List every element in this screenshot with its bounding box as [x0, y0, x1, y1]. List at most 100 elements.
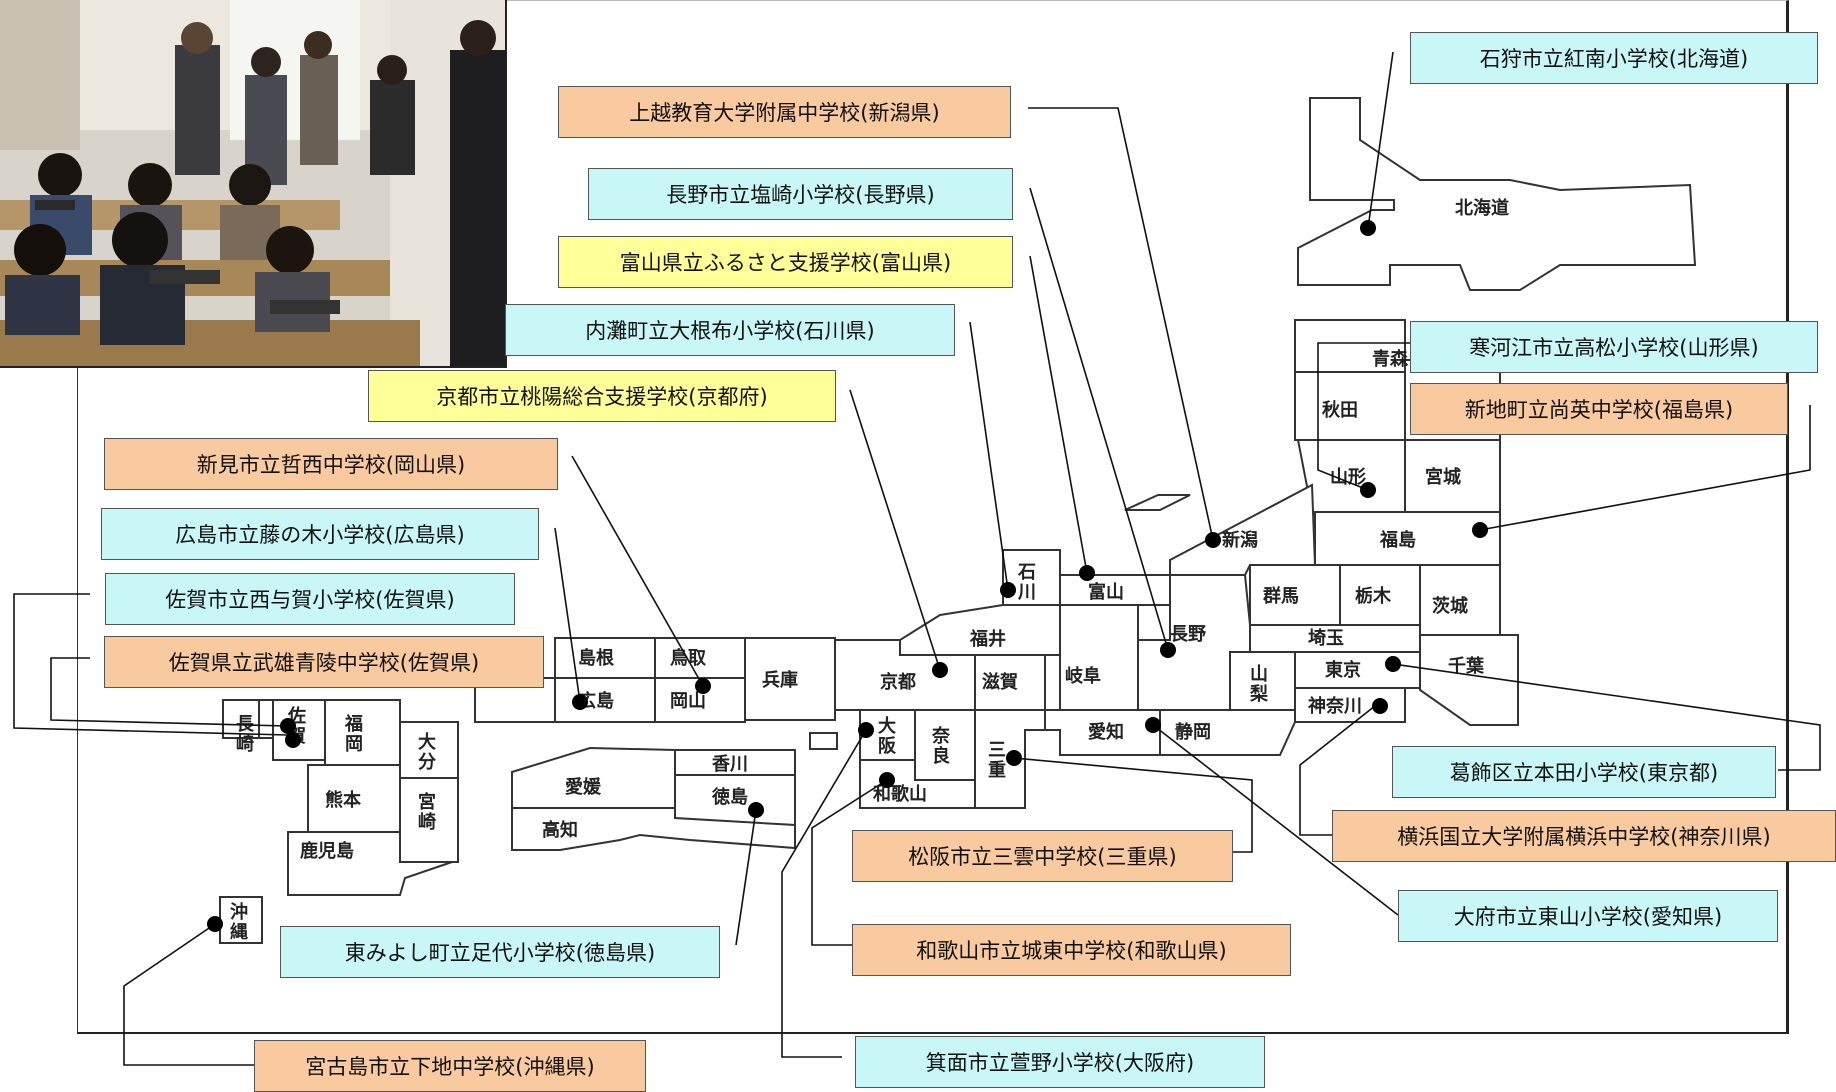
- label-sagae: 寒河江市立高松小学校(山形県): [1410, 321, 1818, 373]
- leader-saga2: [50, 657, 289, 727]
- pref-nagano-shape: [1137, 574, 1251, 711]
- pin-saga2: [280, 718, 296, 734]
- pref-ehime-shape: [511, 746, 676, 809]
- pin-matsusaka: [1006, 750, 1022, 766]
- pin-shinchi: [1472, 522, 1488, 538]
- pref-label-hokkaido: 北海道: [1455, 197, 1509, 219]
- pref-label-fukuoka: 福岡: [344, 713, 363, 755]
- label-joetsu: 上越教育大学附属中学校(新潟県): [558, 86, 1011, 138]
- leader-ishikari: [1367, 51, 1394, 229]
- pin-toyama: [1079, 565, 1095, 581]
- pref-label-miyazaki: 宮崎: [418, 791, 436, 833]
- pref-label-akita: 秋田: [1322, 399, 1358, 421]
- pref-label-tokushima: 徳島: [711, 786, 748, 808]
- pref-label-yamagata: 山形: [1330, 467, 1366, 488]
- pref-label-nagano: 長野: [1170, 624, 1206, 645]
- pref-label-aichi: 愛知: [1088, 721, 1124, 743]
- label-minoh: 箕面市立萱野小学校(大阪府): [855, 1036, 1265, 1088]
- pref-gifu-shape: [1059, 604, 1139, 711]
- leader-matsusaka: [1013, 757, 1253, 853]
- label-niimi: 新見市立哲西中学校(岡山県): [104, 438, 558, 490]
- label-katsushika: 葛飾区立本田小学校(東京都): [1392, 746, 1776, 798]
- pref-label-ishikawa: 石川: [1017, 562, 1036, 603]
- pref-kagoshima-shape: [287, 831, 453, 896]
- leader-katsushika: [1392, 663, 1821, 771]
- pin-minoh: [858, 722, 874, 738]
- pref-label-ibaraki: 茨城: [1432, 595, 1468, 617]
- pin-hiroshima: [572, 694, 588, 710]
- pref-label-miyagi: 宮城: [1425, 466, 1461, 488]
- pref-label-yamanashi: 山梨: [1250, 664, 1268, 705]
- label-toyama: 富山県立ふるさと支援学校(富山県): [558, 236, 1013, 288]
- label-obu: 大府市立東山小学校(愛知県): [1398, 890, 1778, 942]
- leader-miyakojima: [123, 923, 254, 1066]
- pref-label-shiga: 滋賀: [982, 671, 1018, 693]
- label-nagano: 長野市立塩崎小学校(長野県): [588, 168, 1013, 220]
- pref-label-oita: 大分: [418, 731, 436, 773]
- pref-label-chiba: 千葉: [1448, 656, 1485, 677]
- label-hiroshima: 広島市立藤の木小学校(広島県): [101, 508, 539, 560]
- label-kyoto: 京都市立桃陽総合支援学校(京都府): [368, 370, 836, 422]
- leader-minoh: [781, 729, 867, 1058]
- pin-wakayama: [879, 772, 895, 788]
- pref-label-tochigi: 栃木: [1355, 585, 1392, 607]
- pin-niimi: [695, 678, 711, 694]
- pref-label-gunma: 群馬: [1263, 585, 1299, 607]
- pref-kochi-shape: [511, 807, 796, 851]
- sado-island-shape: [1124, 494, 1191, 511]
- leader-higashimiyoshi: [735, 809, 757, 946]
- pref-label-kanagawa: 神奈川: [1308, 695, 1362, 717]
- pref-label-shimane: 島根: [578, 647, 614, 669]
- pref-label-kochi: 高知: [542, 819, 578, 841]
- label-yokohama: 横浜国立大学附属横浜中学校(神奈川県): [1332, 810, 1836, 862]
- pin-katsushika: [1385, 656, 1401, 672]
- pref-label-kyoto: 京都: [880, 671, 916, 693]
- leader-joetsu: [1028, 107, 1214, 541]
- label-higashimiyoshi: 東みよし町立足代小学校(徳島県): [280, 926, 720, 978]
- pref-label-hiroshima: 広島: [578, 690, 614, 712]
- pref-label-hyogo: 兵庫: [762, 669, 798, 691]
- leader-shinchi: [1479, 405, 1811, 531]
- pref-label-toyama: 富山: [1088, 581, 1124, 603]
- leader-wakayama: [811, 779, 888, 946]
- label-miyakojima: 宮古島市立下地中学校(沖縄県): [254, 1040, 646, 1092]
- pin-sagae: [1360, 482, 1376, 498]
- label-matsusaka: 松阪市立三雲中学校(三重県): [852, 830, 1233, 882]
- pin-kyoto: [932, 662, 948, 678]
- leader-obu: [1152, 724, 1399, 916]
- pin-saga1: [285, 732, 301, 748]
- pin-joetsu: [1205, 532, 1221, 548]
- leader-niimi: [571, 455, 704, 687]
- leader-sagae: [1317, 342, 1412, 491]
- pref-label-okinawa: 沖縄: [230, 901, 248, 943]
- label-shinchi: 新地町立尚英中学校(福島県): [1410, 383, 1788, 435]
- leader-saga1: [13, 593, 289, 736]
- pref-label-tottori: 鳥取: [670, 647, 707, 669]
- leader-kyoto: [849, 389, 941, 671]
- label-uchinada: 内灘町立大根布小学校(石川県): [505, 304, 955, 356]
- pref-label-ehime: 愛媛: [565, 776, 602, 798]
- pref-label-aomori: 青森: [1372, 348, 1409, 370]
- pref-label-kumamoto: 熊本: [325, 789, 361, 811]
- pref-label-saitama: 埼玉: [1308, 627, 1344, 649]
- pin-uchinada: [1000, 582, 1016, 598]
- pref-label-fukui: 福井: [969, 628, 1006, 650]
- pref-hokkaido-shape: [1297, 97, 1697, 291]
- pref-label-fukushima: 福島: [1379, 529, 1416, 551]
- label-ishikari: 石狩市立紅南小学校(北海道): [1410, 32, 1818, 84]
- nagasaki-low-shape: [222, 699, 260, 739]
- pref-label-osaka: 大阪: [878, 715, 897, 757]
- pref-label-niigata: 新潟: [1222, 529, 1258, 551]
- pin-ishikari: [1360, 220, 1376, 236]
- pref-label-okayama: 岡山: [670, 691, 706, 712]
- leader-hiroshima: [554, 527, 581, 703]
- leader-uchinada: [969, 321, 1009, 591]
- label-saga1: 佐賀市立西与賀小学校(佐賀県): [105, 573, 515, 625]
- leader-toyama: [1029, 255, 1088, 574]
- classroom-photo-illustration: [0, 0, 505, 366]
- pref-label-wakayama: 和歌山: [873, 783, 927, 805]
- leader-yokohama: [1299, 701, 1381, 836]
- pref-label-kagoshima: 鹿児島: [300, 840, 354, 862]
- pref-label-shizuoka: 静岡: [1175, 721, 1211, 743]
